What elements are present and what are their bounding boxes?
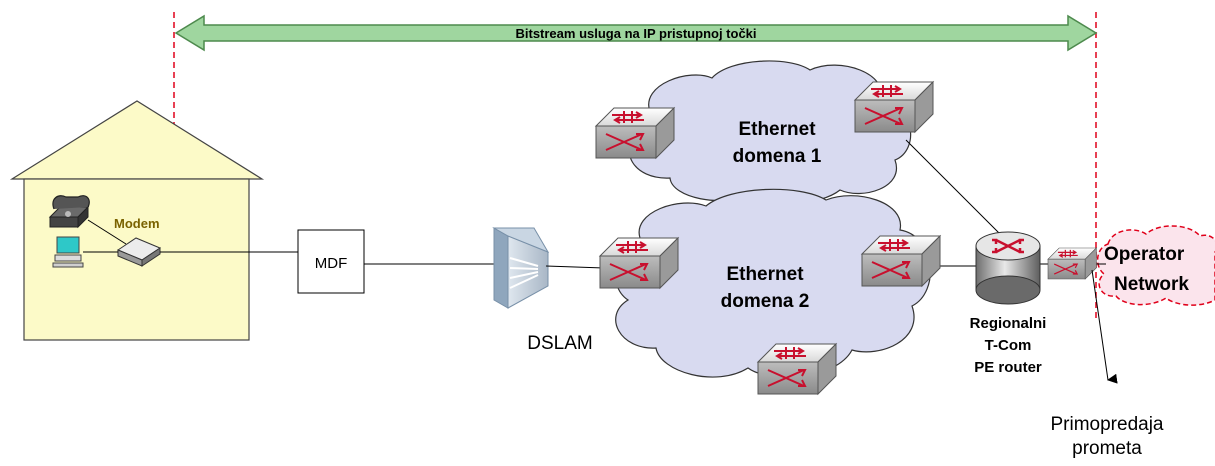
cloud-1-line1: Ethernet	[738, 119, 816, 140]
operator-line1: Operator	[1104, 244, 1185, 265]
router-label-line2: T-Com	[985, 337, 1032, 354]
dslam-icon	[492, 227, 550, 309]
cloud1-switch-to-router-link	[905, 139, 1007, 241]
mdf-box: MDF	[297, 229, 365, 294]
ethernet-cloud-1: Ethernet domena 1	[628, 60, 912, 204]
router-icon	[975, 231, 1041, 305]
computer-icon	[52, 236, 84, 268]
operator-cloud-shape	[1096, 225, 1215, 306]
cloud-2-shape	[614, 188, 931, 378]
dslam-label: DSLAM	[527, 333, 592, 354]
banner-label: Bitstream usluga na IP pristupnoj točki	[515, 26, 756, 41]
router-label-line1: Regionalni	[970, 315, 1047, 332]
telephone-icon	[48, 195, 90, 229]
banner-arrow	[174, 14, 1098, 52]
cloud-1-line2: domena 1	[733, 146, 822, 167]
modem-label: Modem	[114, 216, 160, 231]
house-roof	[9, 100, 265, 180]
modem-icon	[116, 237, 162, 267]
operator-network-cloud: Operator Network	[1096, 225, 1215, 306]
router-label-line3: PE router	[974, 359, 1042, 376]
phone-to-modem-link	[87, 219, 127, 245]
ethernet-switch-icon	[861, 235, 941, 287]
handover-label-line1: Primopredaja	[1051, 414, 1164, 435]
ethernet-switch-icon	[1047, 247, 1097, 280]
ethernet-switch-icon	[757, 343, 837, 395]
ethernet-switch-icon	[854, 81, 934, 133]
handover-label-line2: prometa	[1072, 438, 1142, 459]
ethernet-cloud-2: Ethernet domena 2	[614, 188, 931, 378]
operator-line2: Network	[1114, 274, 1189, 295]
bitstream-banner: Bitstream usluga na IP pristupnoj točki	[174, 14, 1098, 52]
mdf-label: MDF	[315, 255, 348, 272]
cloud-2-line1: Ethernet	[726, 264, 804, 285]
ethernet-switch-icon	[595, 107, 675, 159]
cloud-1-shape	[628, 60, 912, 204]
handover-arrow	[1091, 269, 1118, 384]
ethernet-switch-icon	[599, 237, 679, 289]
dslam-to-switch-link	[545, 265, 605, 269]
cloud-2-line2: domena 2	[721, 291, 810, 312]
